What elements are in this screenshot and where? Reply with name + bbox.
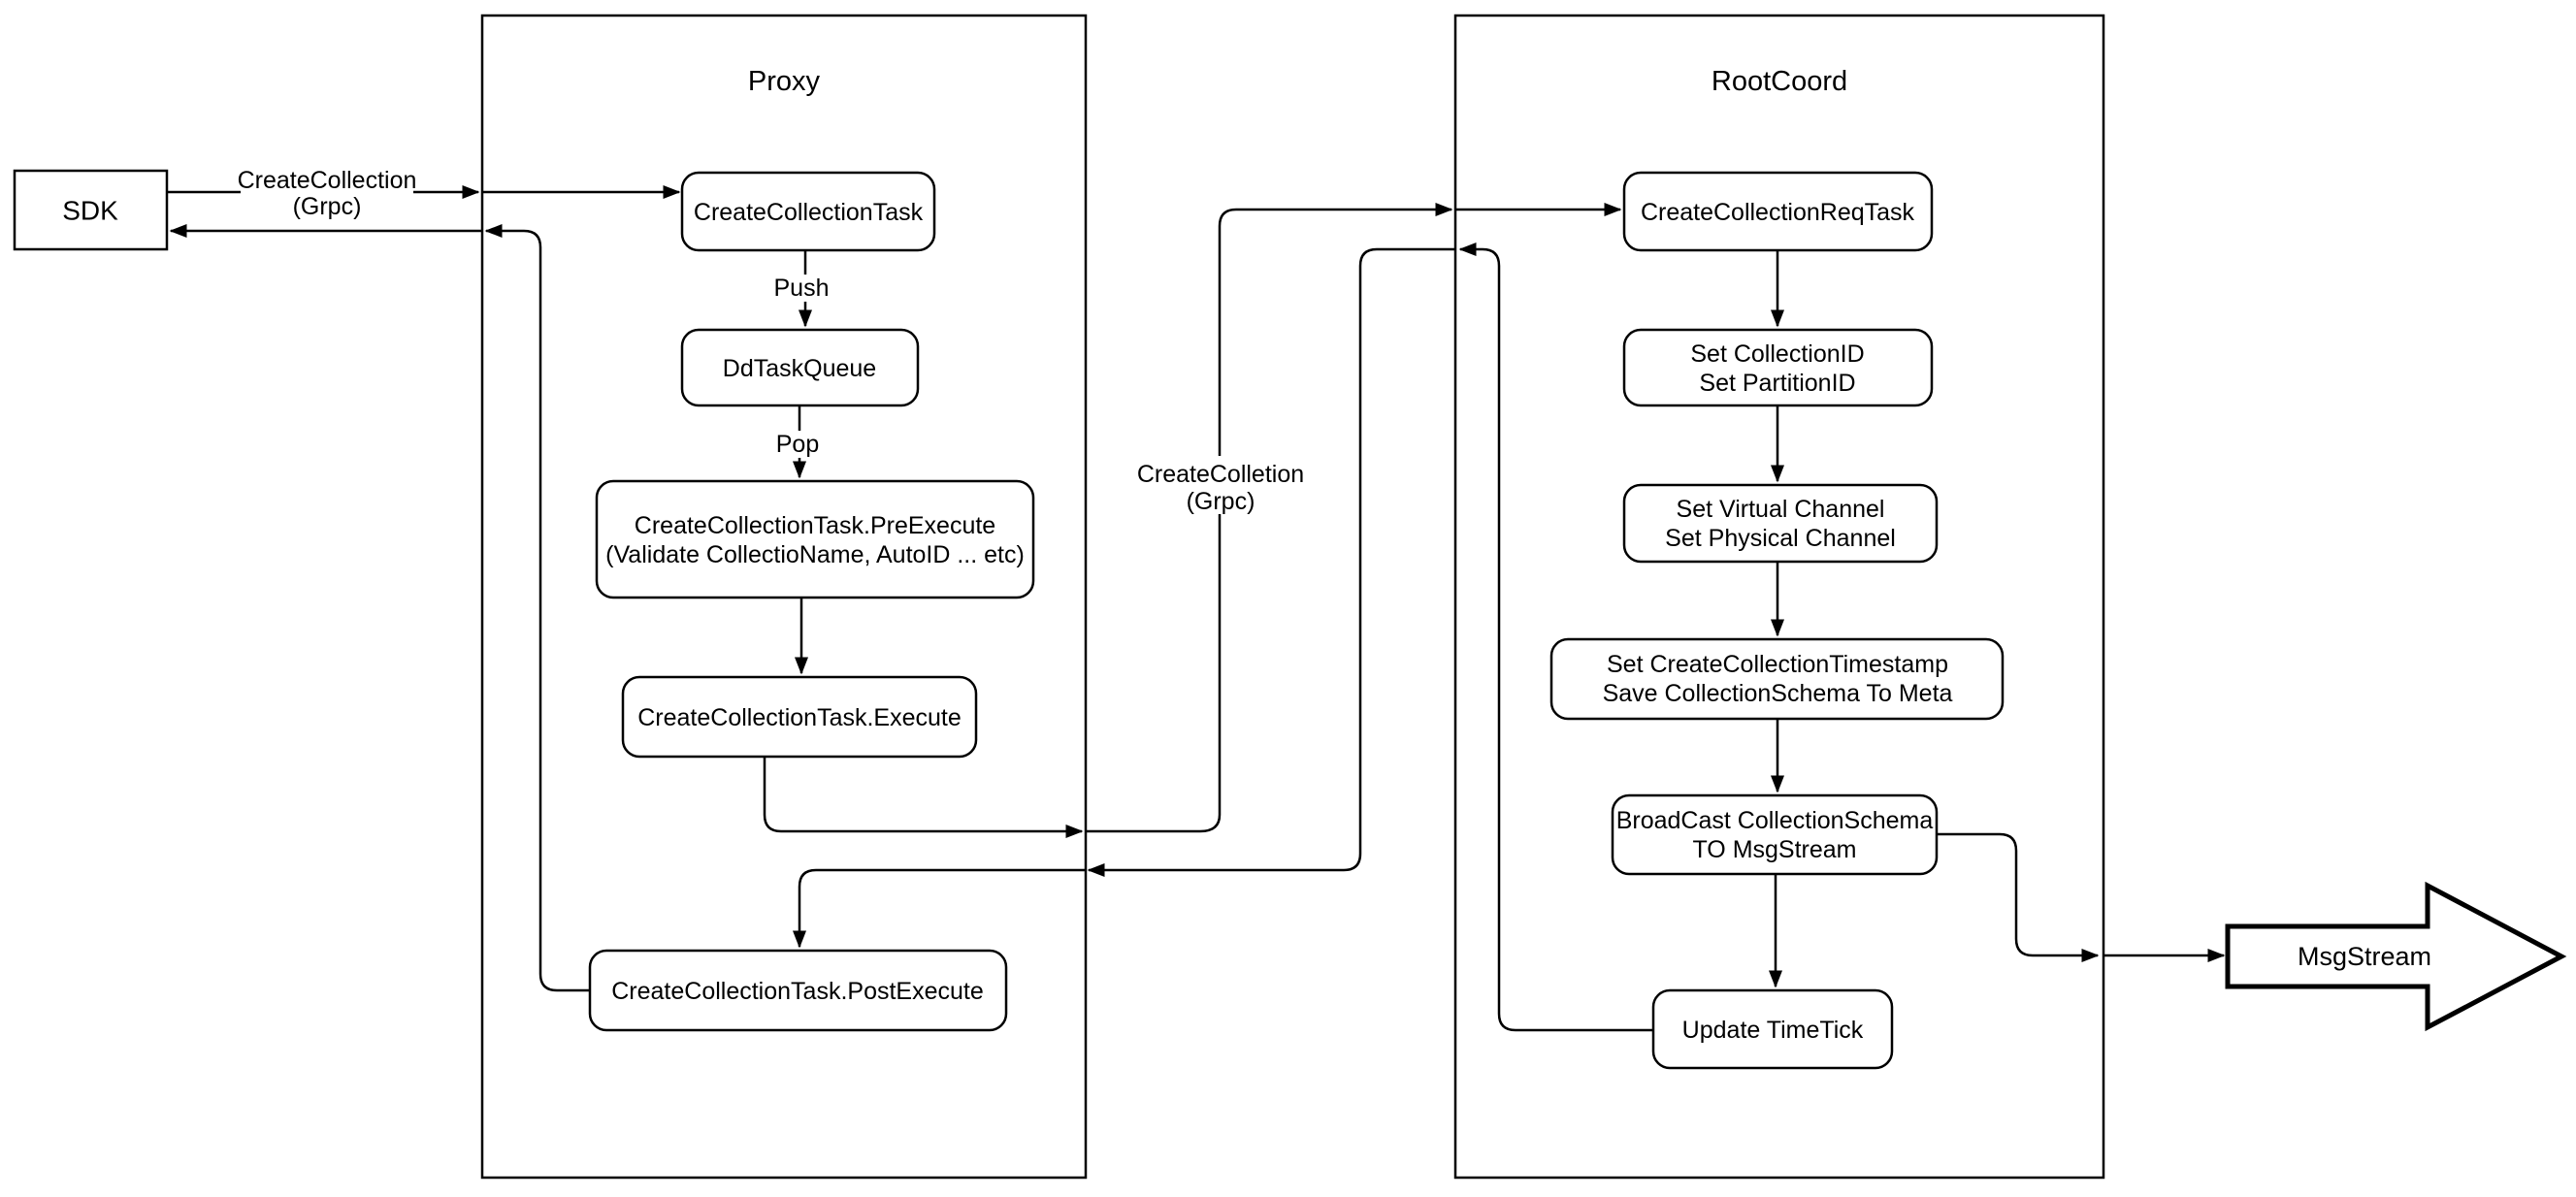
node-label-line2: Save CollectionSchema To Meta: [1603, 680, 1953, 707]
node-update-timetick: Update TimeTick: [1651, 988, 1894, 1070]
edge-postexecute-to-proxy-border: [484, 224, 590, 992]
edge-label-push: Push: [770, 275, 832, 302]
node-label-line2: Set PartitionID: [1699, 370, 1855, 397]
node-box: [680, 328, 920, 407]
edge-label-pop-text: Pop: [776, 431, 819, 458]
edge-label-bg: [241, 161, 413, 217]
node-box: [588, 949, 1008, 1032]
edge-label-createcolletion-grpc: CreateColletion (Grpc): [1122, 456, 1320, 515]
node-box: [1622, 483, 1939, 564]
rootcoord-container: [1453, 14, 2105, 1180]
edge-updatetimetick-to-rootcoord-border: [1458, 243, 1653, 1032]
node-box: [1651, 988, 1894, 1070]
rootcoord-title: RootCoord: [1712, 66, 1847, 97]
edge-label-bg: [770, 275, 832, 302]
node-label-line2: TO MsgStream: [1692, 836, 1856, 863]
proxy-title: Proxy: [748, 66, 821, 97]
edge-label-line1: CreateColletion: [1137, 461, 1304, 488]
node-label-line2: (Validate CollectioName, AutoID ... etc): [605, 541, 1025, 568]
proxy-container: [480, 14, 1088, 1180]
node-box: [680, 171, 936, 252]
node-label: Update TimeTick: [1682, 1017, 1864, 1044]
node-box: [1549, 637, 2005, 721]
node-label-line2: Set Physical Channel: [1665, 525, 1896, 552]
edge-label-line1: CreateCollection: [238, 167, 417, 194]
edge-proxy-border-to-postexecute: [793, 868, 1086, 949]
node-label: DdTaskQueue: [723, 355, 876, 382]
edge-label-pop: Pop: [769, 431, 826, 458]
edge-broadcast-to-rootcoord-border: [1937, 832, 2100, 962]
edge-grpc-to-rootcoord-border: [1086, 203, 1453, 833]
node-label-line1: CreateCollectionTask.PreExecute: [635, 512, 995, 539]
edge-label-push-text: Push: [774, 275, 830, 302]
node-sdk-label: SDK: [62, 196, 118, 226]
node-createcollectionreqtask: CreateCollectionReqTask: [1622, 171, 1934, 252]
node-label-line1: BroadCast CollectionSchema: [1616, 807, 1934, 834]
node-createcollectiontask: CreateCollectionTask: [680, 171, 936, 252]
msgstream-arrow-shape: MsgStream: [2225, 881, 2567, 1032]
edge-return-to-proxy-border: [1087, 247, 1455, 877]
node-execute: CreateCollectionTask.Execute: [621, 675, 978, 759]
node-box: [1622, 328, 1934, 407]
edge-label-line2: (Grpc): [293, 193, 362, 220]
node-box: [621, 675, 978, 759]
node-set-channels: Set Virtual Channel Set Physical Channel: [1622, 483, 1939, 564]
node-box: [1611, 793, 1939, 876]
node-set-ids: Set CollectionID Set PartitionID: [1622, 328, 1934, 407]
node-ddtaskqueue: DdTaskQueue: [680, 328, 920, 407]
edge-label-createcollection-grpc: CreateCollection (Grpc): [238, 161, 417, 220]
node-label: CreateCollectionTask.Execute: [637, 704, 962, 731]
node-sdk-box: [13, 169, 169, 251]
node-label: CreateCollectionTask: [694, 199, 924, 226]
edge-execute-to-proxy-border: [763, 757, 1084, 838]
node-preexecute: CreateCollectionTask.PreExecute (Validat…: [595, 479, 1035, 599]
node-label: CreateCollectionReqTask: [1641, 199, 1915, 226]
node-sdk: SDK: [13, 169, 169, 251]
node-box: [595, 479, 1035, 599]
node-set-timestamp: Set CreateCollectionTimestamp Save Colle…: [1549, 637, 2005, 721]
node-label-line1: Set CreateCollectionTimestamp: [1607, 651, 1948, 678]
msgstream-label: MsgStream: [2298, 942, 2431, 971]
node-box: [1622, 171, 1934, 252]
big-right-arrow-icon: [2225, 881, 2567, 1032]
node-broadcast: BroadCast CollectionSchema TO MsgStream: [1611, 793, 1939, 876]
node-label: CreateCollectionTask.PostExecute: [611, 978, 984, 1005]
node-label-line1: Set Virtual Channel: [1677, 496, 1885, 523]
edge-label-line2: (Grpc): [1187, 488, 1255, 515]
node-label-line1: Set CollectionID: [1690, 340, 1864, 368]
edge-label-bg: [769, 431, 826, 458]
node-postexecute: CreateCollectionTask.PostExecute: [588, 949, 1008, 1032]
edge-label-bg: [1122, 456, 1320, 514]
